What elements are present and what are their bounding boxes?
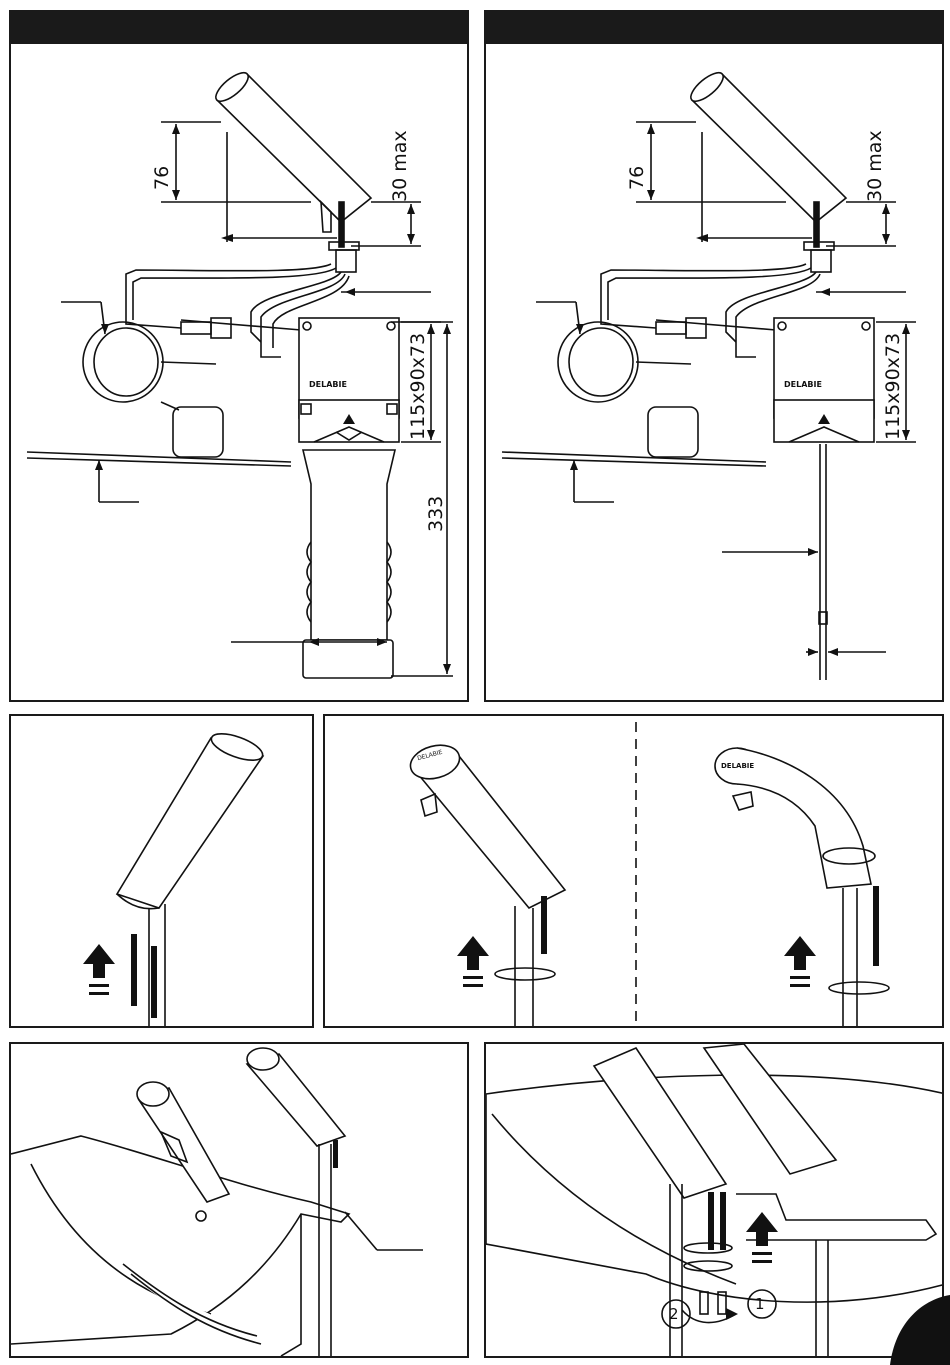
step-number-1: 1 — [755, 1295, 765, 1313]
panel-basin-install — [9, 1042, 469, 1358]
brand-label: DELABIE — [309, 380, 347, 389]
faucet-mains-diagram — [486, 12, 944, 702]
rotate-arrow-icon — [726, 1308, 738, 1320]
brand-label: DELABIE — [784, 380, 822, 389]
faucet-battery-diagram — [11, 12, 469, 702]
dim-height-76: 76 — [151, 166, 173, 190]
up-arrow-icon — [784, 936, 816, 987]
up-arrow-icon — [457, 936, 489, 987]
underside-install-diagram — [486, 1044, 944, 1358]
up-arrow-icon — [83, 944, 115, 995]
panel-underside-install: 2 1 — [484, 1042, 944, 1358]
dim-30-max: 30 max — [864, 130, 886, 202]
dim-333: 333 — [425, 496, 447, 532]
page-corner-tab — [890, 1295, 950, 1365]
panel-spout-plain — [9, 714, 314, 1028]
brand-label: DELABIE — [721, 762, 754, 770]
dim-box-size: 115x90x73 — [882, 333, 904, 440]
dim-height-76: 76 — [626, 166, 648, 190]
spout-variants-diagram — [325, 716, 944, 1028]
panel-dimensions-mains: 76 30 max 115x90x73 DELABIE — [484, 10, 944, 702]
basin-install-diagram — [11, 1044, 469, 1358]
dim-30-max: 30 max — [389, 130, 411, 202]
panel-dimensions-battery: 76 30 max 115x90x73 333 DELABIE — [9, 10, 469, 702]
panel-spout-variants: DELABIE DELABIE — [323, 714, 944, 1028]
spout-install-diagram — [11, 716, 314, 1028]
step-number-2: 2 — [669, 1305, 679, 1323]
dim-box-size: 115x90x73 — [407, 333, 429, 440]
